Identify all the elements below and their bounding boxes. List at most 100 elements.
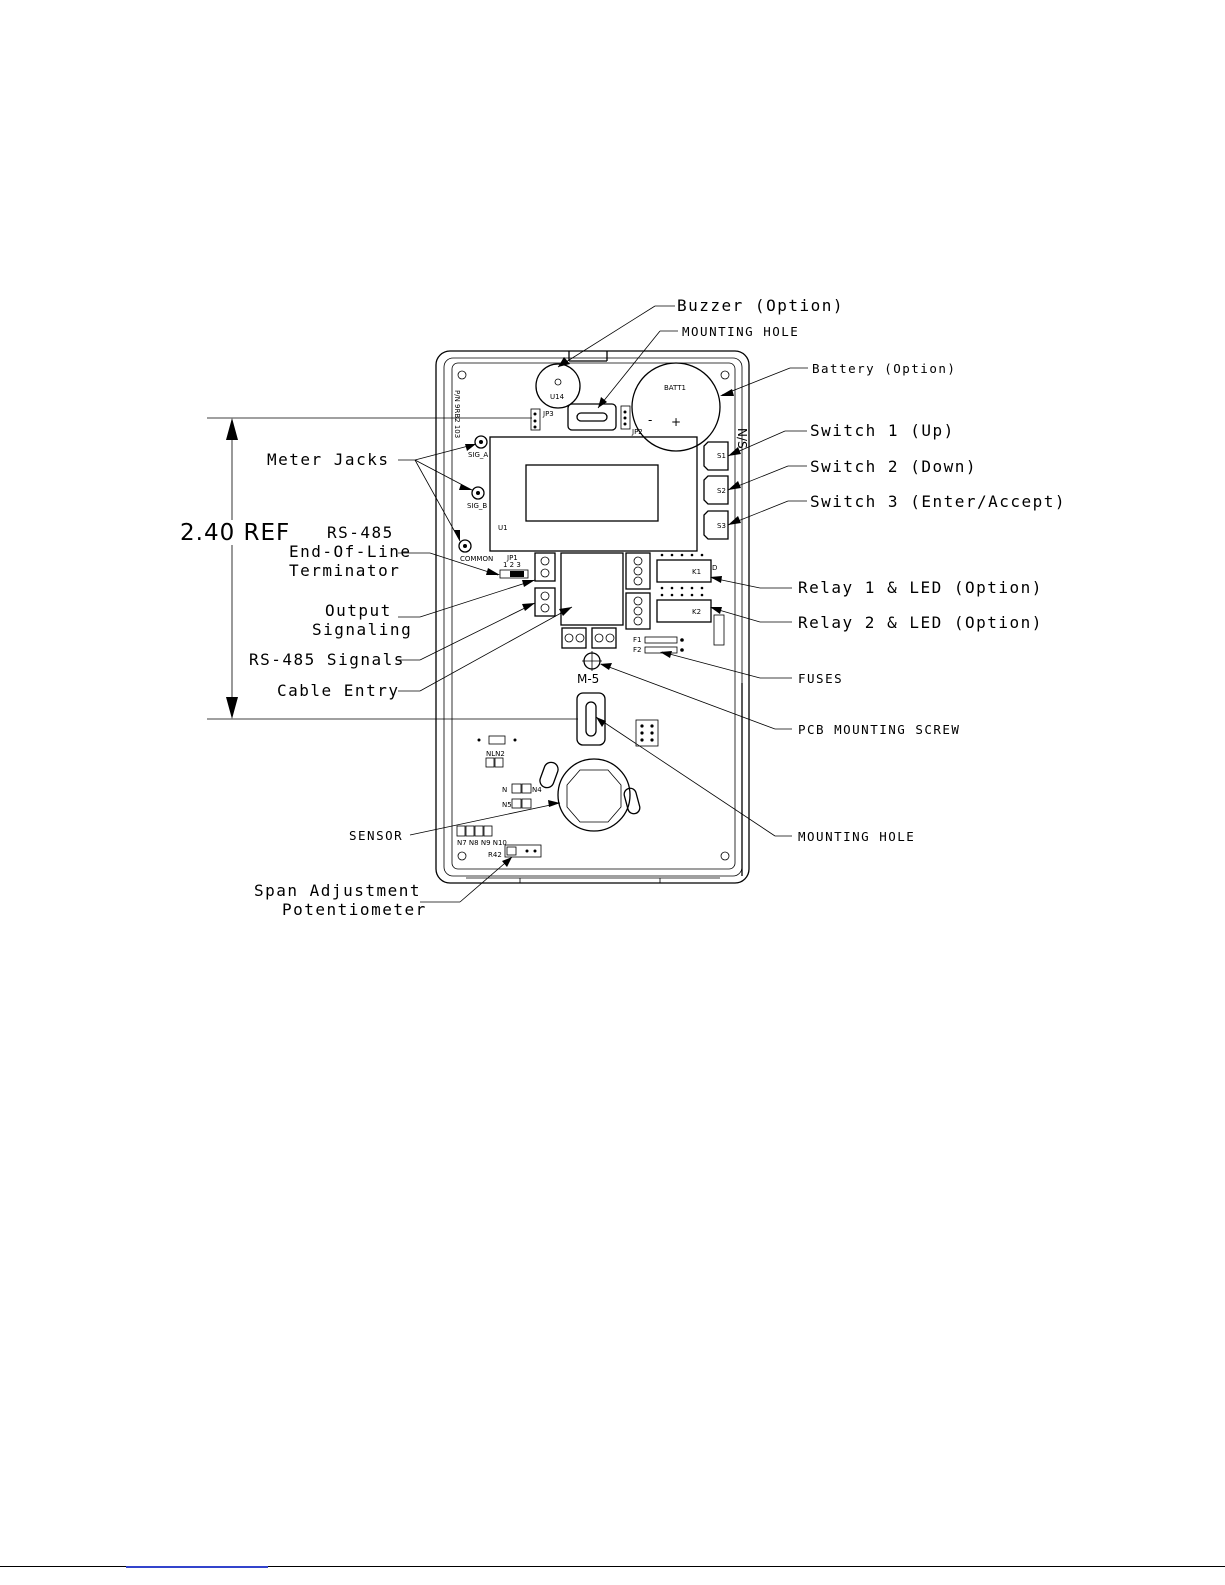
- mounting-hole-bottom-label: MOUNTING HOLE: [798, 829, 915, 844]
- lcd-display: U1: [489, 436, 698, 552]
- r42-potentiometer: R42: [488, 844, 542, 859]
- callout-fuses: FUSES: [660, 651, 843, 686]
- relay-pins: [660, 553, 704, 597]
- callout-rs485-eol: RS-485 End-Of-Line Terminator: [289, 523, 500, 580]
- enclosure-outline: [435, 350, 750, 884]
- terminal-block-right: [625, 552, 651, 630]
- u1-label: U1: [498, 524, 508, 532]
- resistor-area: NLN2: [477, 735, 517, 768]
- svg-text:N: N: [502, 786, 507, 794]
- output-line1: Output: [325, 601, 392, 620]
- battery-label: Battery (Option): [812, 361, 956, 376]
- rs485-eol-line1: RS-485: [327, 523, 394, 542]
- switch1-label: Switch 1 (Up): [810, 421, 955, 440]
- terminal-block-left: [534, 552, 556, 617]
- cable-entry-label: Cable Entry: [277, 681, 399, 700]
- d-label: D: [712, 564, 717, 572]
- pcb-mounting-screw: M-5: [577, 651, 602, 686]
- k1-label: K1: [692, 568, 701, 576]
- rs485-eol-line2: End-Of-Line: [289, 542, 411, 561]
- rs485-signals-label: RS-485 Signals: [249, 650, 405, 669]
- callout-sensor: SENSOR: [349, 800, 561, 843]
- dimension-2-40: 2.40 REF: [180, 417, 578, 720]
- cable-entry-box: [560, 552, 624, 626]
- relay1-label: Relay 1 & LED (Option): [798, 578, 1043, 597]
- callout-switch3: Switch 3 (Enter/Accept): [727, 492, 1066, 526]
- s2-label: S2: [717, 487, 726, 495]
- mounting-hole-top-label: MOUNTING HOLE: [682, 324, 799, 339]
- s3-label: S3: [717, 522, 726, 530]
- m5-label: M-5: [577, 672, 599, 686]
- callout-mounting-hole-top: MOUNTING HOLE: [597, 324, 799, 409]
- mounting-hole-top: [567, 403, 617, 431]
- jp3-label: JP3: [542, 410, 554, 418]
- callout-switch2: Switch 2 (Down): [727, 457, 977, 491]
- callout-relay2: Relay 2 & LED (Option): [710, 607, 1043, 632]
- output-line2: Signaling: [312, 620, 412, 639]
- n7-label: N7 N8 N9 N10: [457, 839, 507, 847]
- switch2-label: Switch 2 (Down): [810, 457, 977, 476]
- meter-jacks: SIG_A SIG_B COMMON: [458, 435, 493, 563]
- sig-a-label: SIG_A: [468, 451, 488, 459]
- r42-label: R42: [488, 851, 502, 859]
- meter-jacks-label: Meter Jacks: [267, 450, 389, 469]
- jp1-label: JP1: [506, 554, 518, 562]
- jumpers-n7-n10: N7 N8 N9 N10: [456, 825, 507, 847]
- jp1-pins: 1 2 3: [503, 561, 521, 569]
- jp2-label: JP2: [631, 428, 643, 436]
- dimension-label: 2.40 REF: [180, 520, 290, 546]
- connector-j3: [635, 719, 659, 747]
- relay2-label: Relay 2 & LED (Option): [798, 613, 1043, 632]
- k2-label: K2: [692, 608, 701, 616]
- f1-label: F1: [633, 636, 641, 644]
- s1-label: S1: [717, 452, 726, 460]
- ns-label: N/S: [735, 428, 749, 449]
- battery-holder: BATT1 - +: [631, 362, 721, 452]
- callout-battery: Battery (Option): [720, 361, 956, 396]
- jp3-jumper: JP3: [530, 408, 554, 431]
- relay-k2: K2: [656, 599, 712, 623]
- callout-cable-entry: Cable Entry: [277, 606, 573, 700]
- callout-meter-jacks: Meter Jacks: [267, 443, 477, 542]
- footer-rule: [0, 1566, 1225, 1567]
- callout-pcb-screw: PCB MOUNTING SCREW: [600, 663, 960, 737]
- sensor: [539, 758, 641, 832]
- callout-switch1: Switch 1 (Up): [727, 421, 955, 457]
- callout-rs485-signals: RS-485 Signals: [249, 602, 536, 669]
- pcb-board: [451, 362, 736, 870]
- switch3-label: Switch 3 (Enter/Accept): [810, 492, 1066, 511]
- n5-label: N5: [502, 801, 512, 809]
- callout-span-adjustment: Span Adjustment Potentiometer: [254, 856, 513, 919]
- relay-k1: K1 D: [656, 559, 717, 583]
- callout-mounting-hole-bottom: MOUNTING HOLE: [595, 716, 915, 844]
- buzzer-u14: U14: [535, 363, 581, 409]
- jp2-jumper: JP2: [620, 405, 643, 436]
- batt-label: BATT1: [664, 384, 686, 392]
- footer-link-underline[interactable]: [126, 1566, 268, 1568]
- u14-label: U14: [550, 393, 565, 401]
- callout-output-signaling: Output Signaling: [312, 579, 536, 639]
- fuses: F1 F2: [633, 636, 684, 654]
- common-label: COMMON: [460, 555, 493, 563]
- jp1-jumper: JP1 1 2 3: [499, 554, 529, 579]
- nln2-label: NLN2: [486, 750, 505, 758]
- span-line1: Span Adjustment: [254, 881, 421, 900]
- batt-minus: -: [648, 413, 652, 427]
- sig-b-label: SIG_B: [467, 502, 487, 510]
- rs485-eol-line3: Terminator: [289, 561, 400, 580]
- svg-text:P/N 9RB2 103: P/N 9RB2 103: [453, 390, 461, 438]
- pcb-screw-label: PCB MOUNTING SCREW: [798, 722, 960, 737]
- sensor-label: SENSOR: [349, 828, 403, 843]
- callout-relay1: Relay 1 & LED (Option): [710, 576, 1043, 597]
- component-j2: [713, 614, 725, 646]
- terminal-block-bottom: [561, 627, 617, 649]
- f2-label: F2: [633, 646, 641, 654]
- fuses-label: FUSES: [798, 671, 843, 686]
- buzzer-label: Buzzer (Option): [677, 296, 844, 315]
- jumpers-n4-n5: N N4 N5: [502, 783, 542, 809]
- switches: S1 S2 S3: [703, 441, 729, 540]
- n4-label: N4: [532, 786, 542, 794]
- callout-buzzer: Buzzer (Option): [557, 296, 844, 368]
- span-line2: Potentiometer: [282, 900, 427, 919]
